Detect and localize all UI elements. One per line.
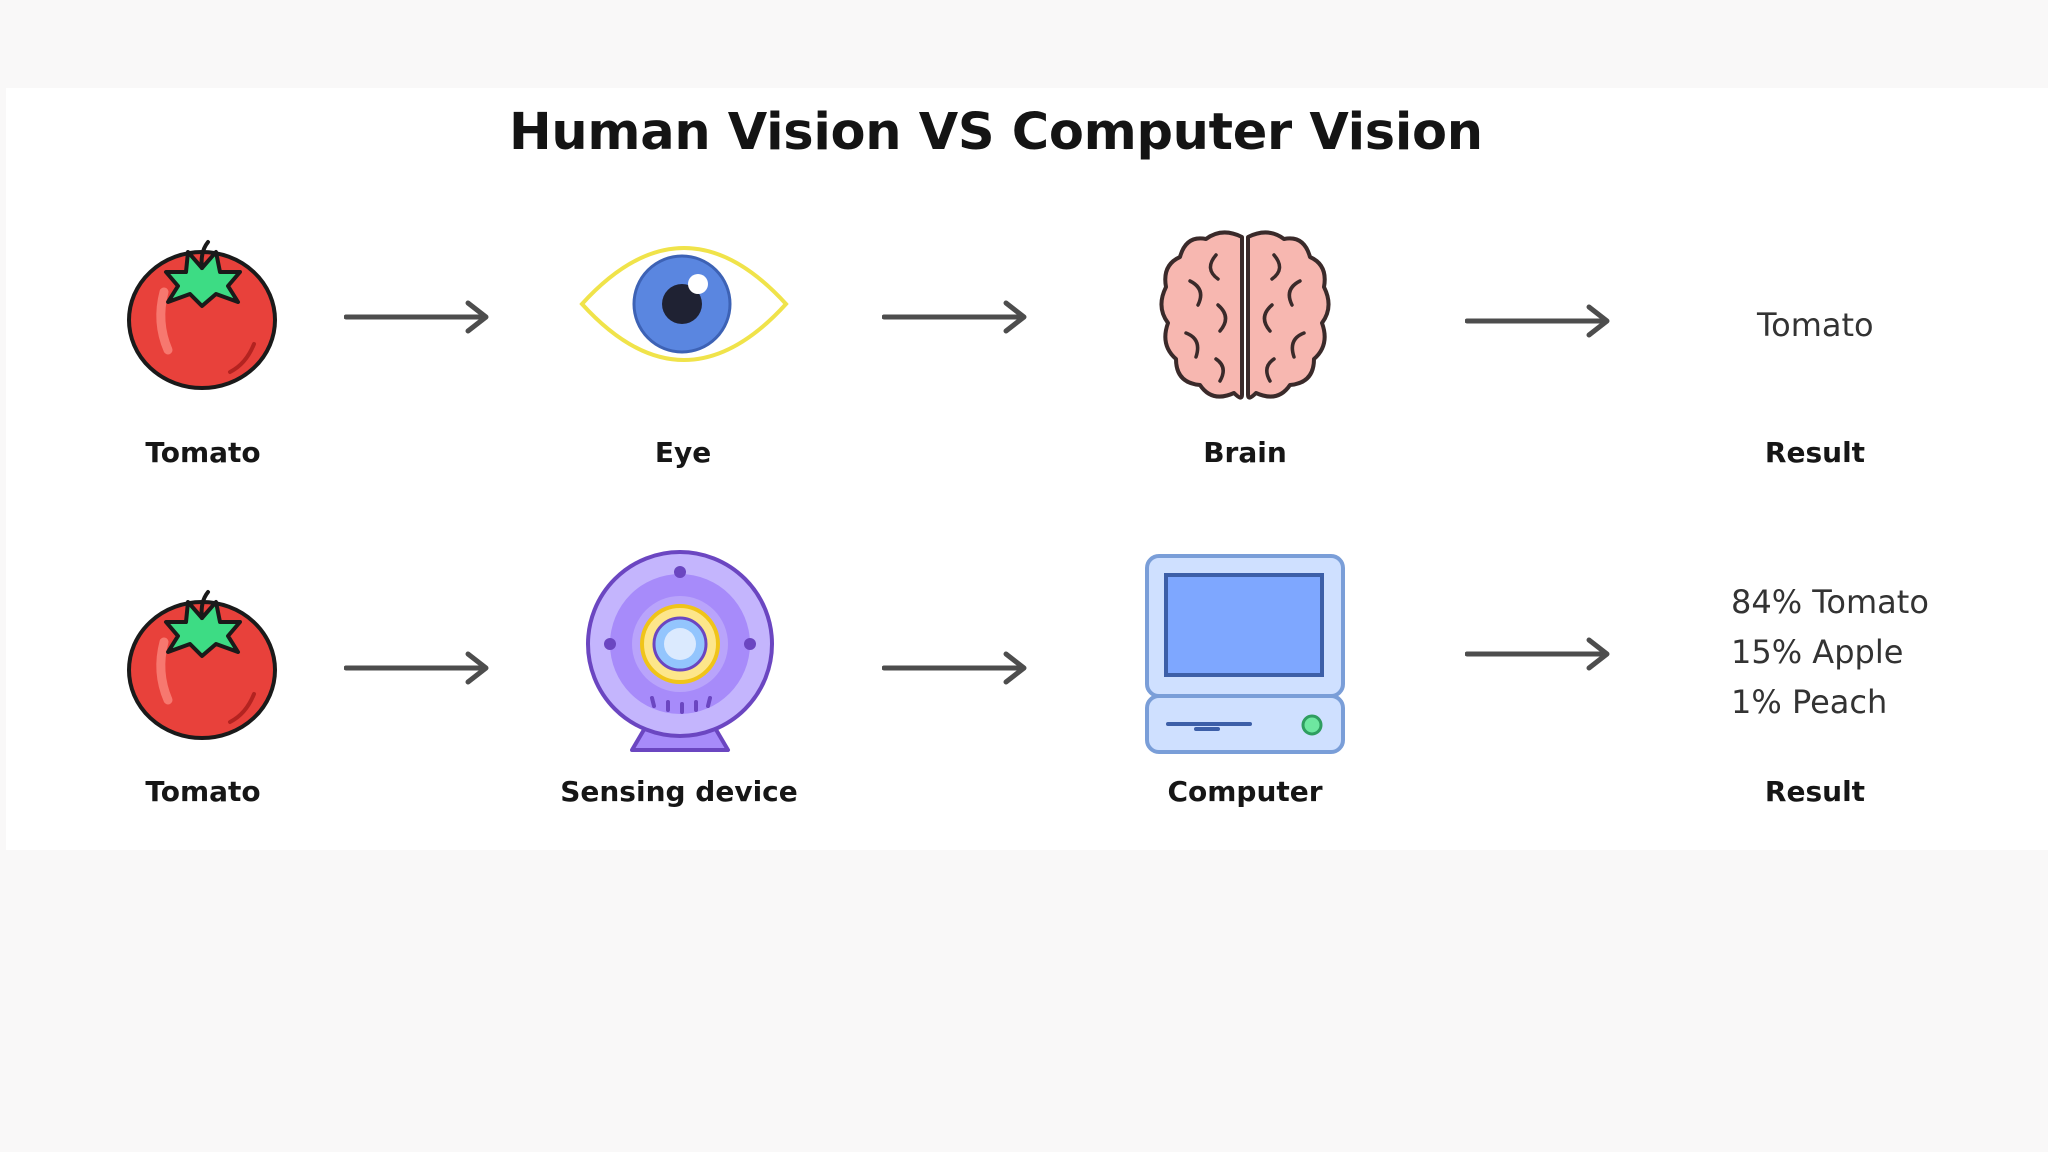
step-label-brain: Brain	[1203, 436, 1287, 469]
step-label-computer: Computer	[1167, 775, 1323, 808]
arrow-right-icon	[343, 650, 492, 690]
computer-icon	[1144, 553, 1346, 755]
result-value: Tomato	[1757, 306, 1874, 344]
result-item: 1% Peach	[1731, 683, 1888, 721]
eye-icon	[578, 232, 790, 376]
result-item: 84% Tomato	[1731, 583, 1929, 621]
step-label-eye: Eye	[654, 436, 712, 469]
tomato-icon	[124, 232, 280, 392]
result-list: 84% Tomato 15% Apple 1% Peach	[1731, 577, 1929, 727]
webcam-icon	[582, 548, 778, 756]
step-label-result: Result	[1764, 436, 1866, 469]
diagram-title: Human Vision VS Computer Vision	[509, 103, 1483, 162]
result-item: 15% Apple	[1731, 633, 1904, 671]
step-label-result: Result	[1764, 775, 1866, 808]
step-label-sensing-device: Sensing device	[560, 775, 798, 808]
step-label-tomato: Tomato	[145, 775, 261, 808]
step-label-tomato: Tomato	[145, 436, 261, 469]
arrow-right-icon	[1464, 636, 1613, 676]
arrow-right-icon	[881, 650, 1030, 690]
diagram-panel	[6, 88, 2048, 850]
brain-icon	[1156, 225, 1334, 407]
arrow-right-icon	[1464, 303, 1613, 343]
tomato-icon	[124, 582, 280, 742]
arrow-right-icon	[343, 299, 492, 339]
arrow-right-icon	[881, 299, 1030, 339]
